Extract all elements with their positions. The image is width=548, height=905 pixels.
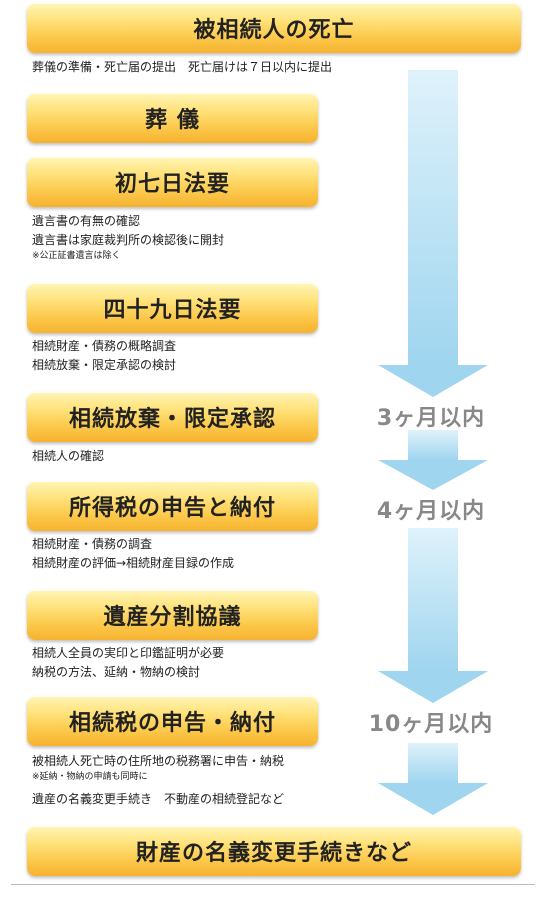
arrow-2-shaft: [408, 430, 458, 460]
step-death: 被相続人の死亡: [27, 3, 521, 53]
period-10-months: 10ヶ月以内: [368, 712, 494, 737]
step-49th-day: 四十九日法要: [27, 283, 318, 333]
note-income-tax: 相続財産・債務の調査 相続財産の評価→相続財産目録の作成: [32, 535, 234, 573]
arrow-3-shaft: [408, 528, 458, 671]
step-renunciation: 相続放棄・限定承認: [27, 392, 318, 442]
note-inheritance-tax-line1: 被相続人死亡時の住所地の税務署に申告・納税: [32, 754, 285, 768]
note-49th-day-line2: 相続放棄・限定承認の検討: [32, 358, 177, 372]
arrow-1-shaft: [408, 70, 458, 365]
arrow-3-head: [378, 671, 488, 703]
note-7th-day-line1: 遺言書の有無の確認: [32, 214, 141, 228]
note-division-line1: 相続人全員の実印と印鑑証明が必要: [32, 646, 225, 660]
step-funeral: 葬 儀: [27, 93, 318, 143]
note-49th-day-line1: 相続財産・債務の概略調査: [32, 339, 177, 353]
step-inheritance-tax: 相続税の申告・納付: [27, 696, 318, 746]
note-death: 葬儀の準備・死亡届の提出 死亡届けは７日以内に提出: [32, 60, 333, 74]
note-7th-day-line3: ※公正証書遺言は除く: [32, 251, 121, 261]
note-inheritance-tax-line2: ※延納・物納の申請も同時に: [32, 772, 148, 782]
arrow-2-head: [378, 460, 488, 490]
period-4-months: 4ヶ月以内: [376, 499, 486, 524]
step-name-change: 財産の名義変更手続きなど: [27, 826, 521, 876]
note-renunciation: 相続人の確認: [32, 449, 105, 463]
note-7th-day: 遺言書の有無の確認 遺言書は家庭裁判所の検認後に開封 ※公正証書遺言は除く: [32, 212, 224, 263]
footer-divider: [11, 884, 535, 885]
period-3-months: 3ヶ月以内: [376, 406, 486, 431]
note-inheritance-tax-line3: 遺産の名義変更手続き 不動産の相続登記など: [32, 792, 285, 806]
note-7th-day-line2: 遺言書は家庭裁判所の検認後に開封: [32, 233, 225, 247]
note-inheritance-tax: 被相続人死亡時の住所地の税務署に申告・納税 ※延納・物納の申請も同時に 遺産の名…: [32, 752, 284, 809]
note-income-tax-line1: 相続財産・債務の調査: [32, 537, 153, 551]
step-division: 遺産分割協議: [27, 590, 318, 640]
arrow-1-head: [378, 365, 488, 397]
arrow-4-shaft: [408, 743, 458, 783]
note-49th-day: 相続財産・債務の概略調査 相続放棄・限定承認の検討: [32, 337, 176, 375]
note-division-line2: 納税の方法、延納・物納の検討: [32, 665, 201, 679]
step-income-tax: 所得税の申告と納付: [27, 481, 318, 531]
note-division: 相続人全員の実印と印鑑証明が必要 納税の方法、延納・物納の検討: [32, 644, 224, 682]
step-7th-day: 初七日法要: [27, 157, 318, 207]
note-income-tax-line2: 相続財産の評価→相続財産目録の作成: [32, 556, 235, 570]
arrow-4-head: [378, 783, 488, 815]
